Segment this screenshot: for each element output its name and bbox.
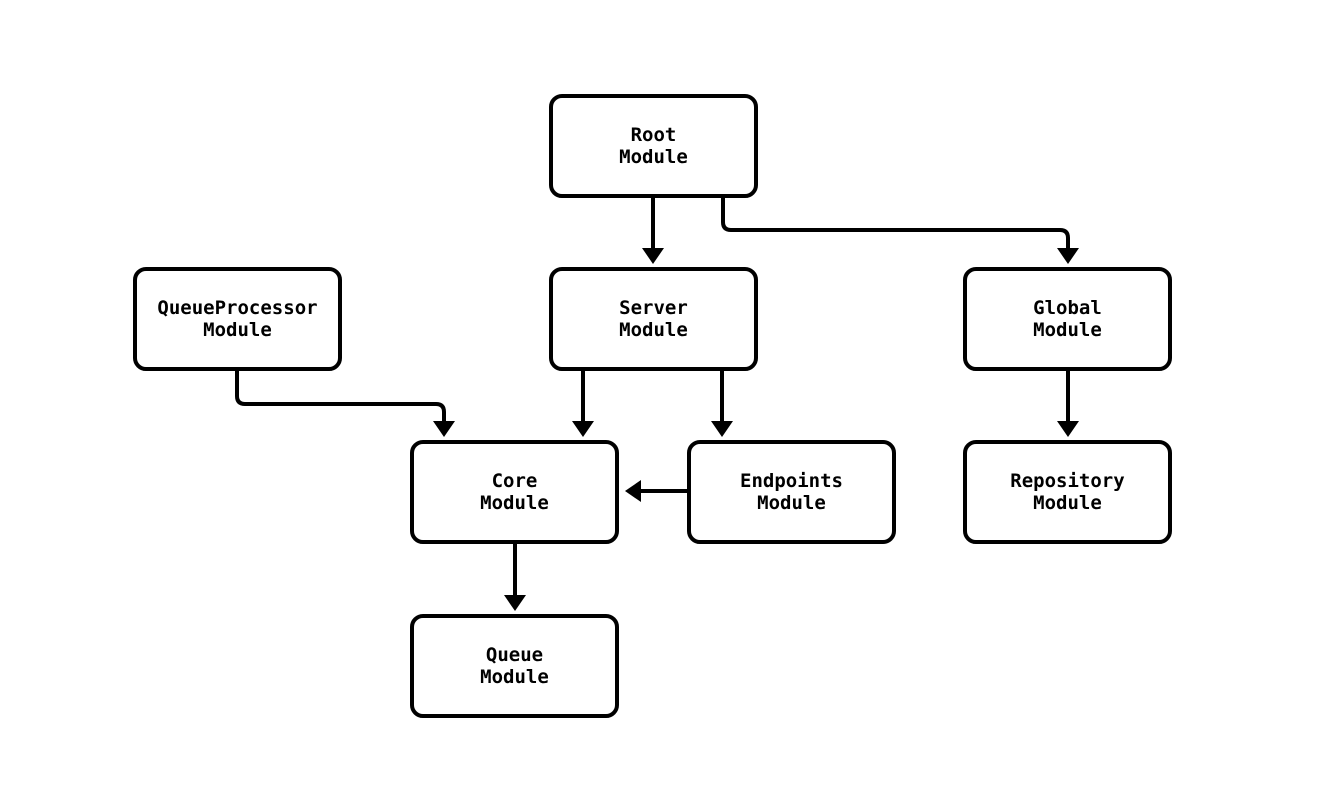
node-title: QueueProcessor — [157, 297, 318, 319]
edge-queueprocessor-to-core — [235, 371, 446, 431]
edge-core-to-queue-arrowhead — [504, 595, 526, 611]
edge-queueprocessor-to-core-arrowhead — [433, 421, 455, 437]
edge-global-to-repository-arrowhead — [1057, 421, 1079, 437]
node-subtitle: Module — [480, 492, 549, 514]
edge-root-to-global-arrowhead — [1057, 248, 1079, 264]
node-title: Server — [619, 297, 688, 319]
node-subtitle: Module — [1033, 319, 1102, 341]
node-subtitle: Module — [1033, 492, 1102, 514]
node-title: Root — [630, 124, 677, 146]
edge-server-to-endpoints-arrowhead — [711, 421, 733, 437]
node-subtitle: Module — [619, 319, 688, 341]
node-title: Repository — [1010, 470, 1125, 492]
node-subtitle: Module — [480, 666, 549, 688]
node-subtitle: Module — [757, 492, 826, 514]
edge-root-to-global — [721, 198, 1070, 258]
node-title: Endpoints — [740, 470, 843, 492]
node-subtitle: Module — [203, 319, 272, 341]
edge-root-to-server-arrowhead — [642, 248, 664, 264]
edge-paths — [235, 198, 1070, 605]
node-title: Global — [1033, 297, 1102, 319]
node-subtitle: Module — [619, 146, 688, 168]
node-title: Queue — [485, 644, 544, 666]
node-title: Core — [491, 470, 538, 492]
edge-endpoints-to-core-arrowhead — [625, 480, 641, 502]
edge-server-to-core-arrowhead — [572, 421, 594, 437]
